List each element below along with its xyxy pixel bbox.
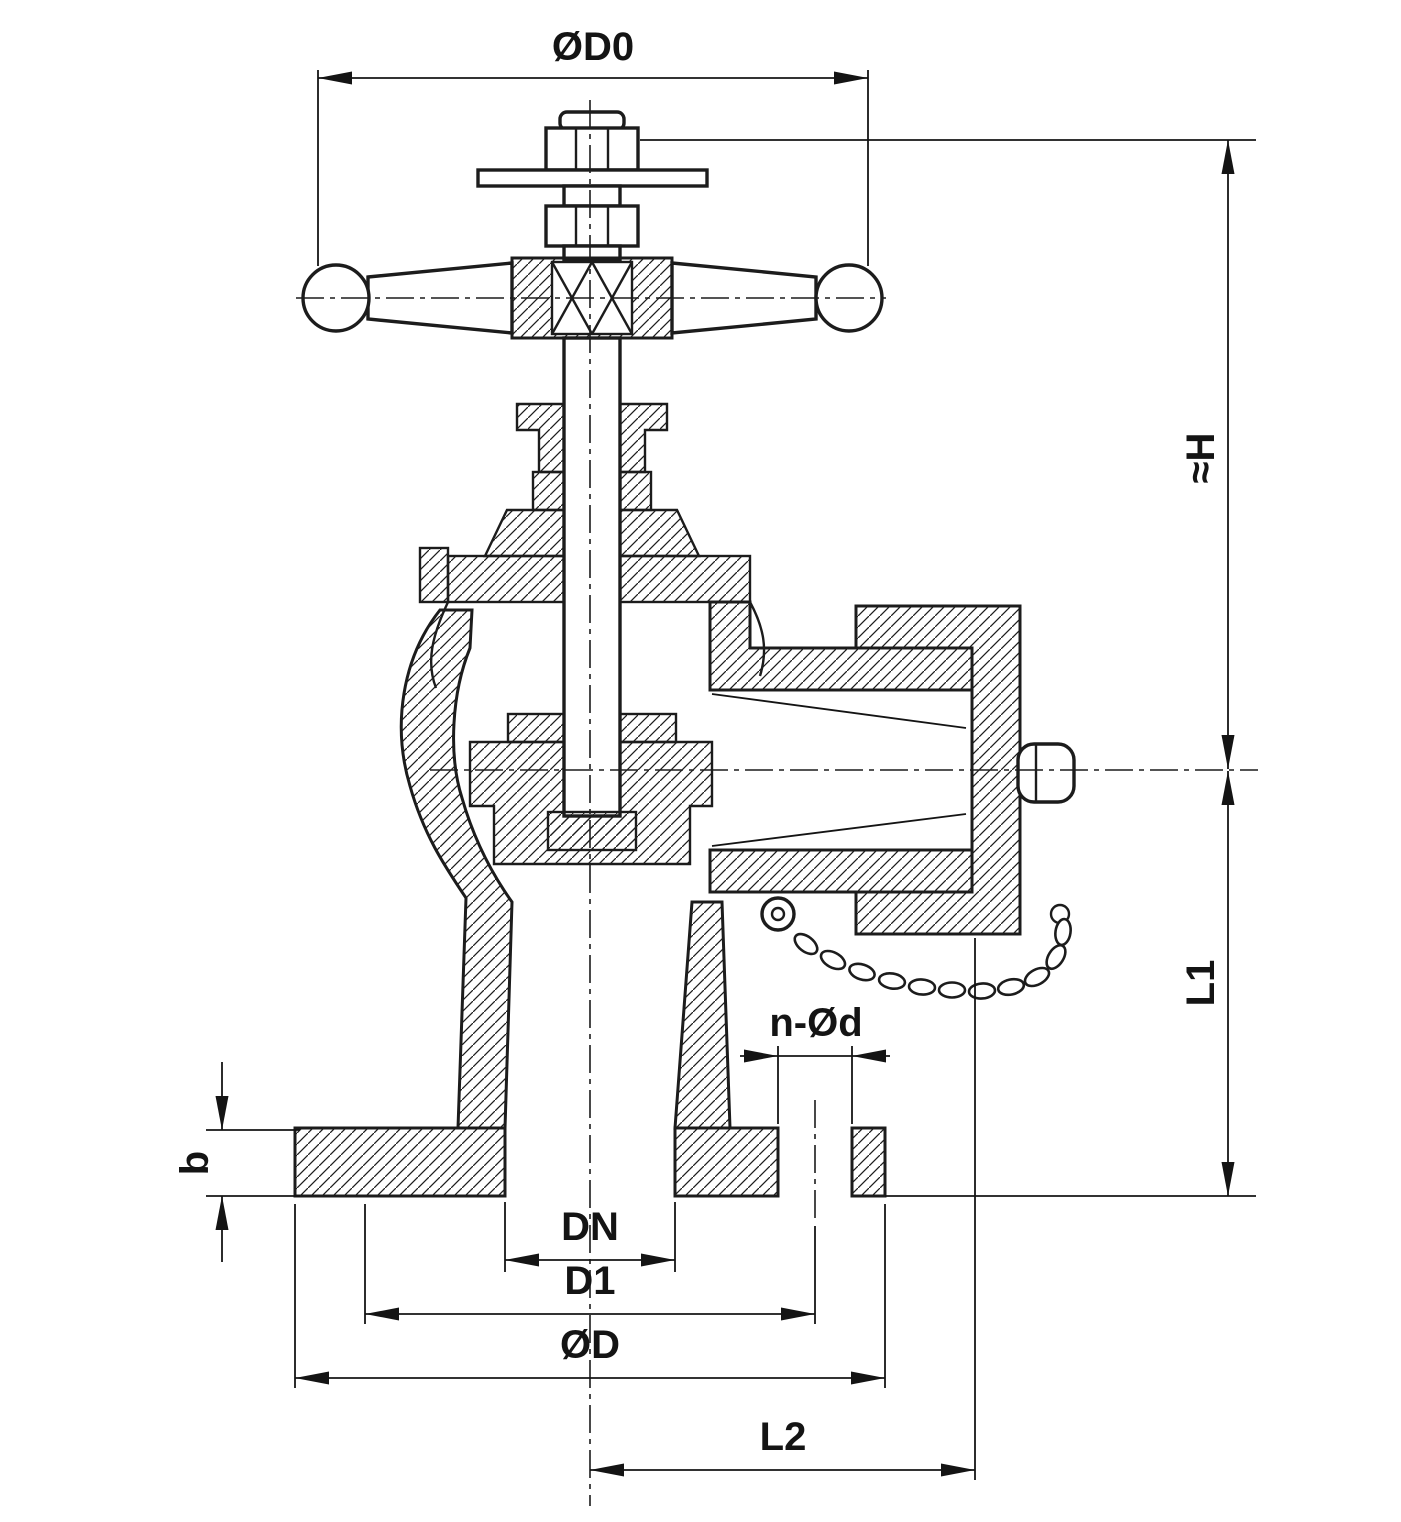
flange-right [850,1126,887,1198]
outlet-bore-line-bottom [711,813,967,847]
dimension-b: b [173,1062,300,1262]
dimension-dn: DN [504,1202,676,1272]
dim-label-d: ØD [560,1323,620,1367]
chain-link [1045,943,1067,971]
base-flange [293,1126,1256,1198]
stem-neck [562,184,622,208]
bonnet-tab [418,546,450,604]
body-wall-left [399,608,514,1130]
valve-body [399,600,974,1130]
dim-label-nd: n-Ød [769,1001,862,1045]
chain-lug-hole [770,906,786,922]
chain-link [1023,966,1051,988]
chain-link [848,962,876,982]
dim-label-b: b [173,1151,217,1175]
outlet-cap [854,604,1076,936]
stem-shaft [562,336,622,818]
dim-label-d0: ØD0 [552,25,634,69]
dimension-h: ≈H [640,139,1256,769]
chain-link [877,972,907,990]
dimension-nd: n-Ød [740,1001,890,1124]
dim-label-l2: L2 [760,1415,807,1459]
washer-plate [476,168,709,188]
body-wall-right [673,900,732,1130]
flange-mid [673,1126,780,1198]
dimension-l1: L1 [1179,771,1235,1196]
chain-link [996,977,1026,997]
valve-stem [546,336,638,852]
handwheel-assembly [301,110,884,340]
chain-link [1054,917,1072,947]
disc-nut [546,810,638,852]
cap-body [854,604,1022,936]
dimension-d: ØD [294,1204,886,1388]
centerlines [296,100,1258,1506]
chain-link [793,932,819,956]
dim-label-dn: DN [561,1205,619,1249]
chain-link [937,981,967,999]
flange-left [293,1126,507,1198]
dimension-d0: ØD0 [317,25,869,266]
chain-link [907,978,937,996]
dimension-d1: D1 [364,1204,816,1324]
stem-nut-upper [544,126,640,172]
stem-nut-lower [544,204,640,248]
cap-knob [1016,742,1076,804]
outlet-wall-bottom [708,848,974,894]
dim-label-d1: D1 [564,1259,615,1303]
dimensions: ØD0 ≈H L1 b [173,25,1256,1480]
outlet-bore-line-top [711,693,967,729]
chain-link [967,982,997,1000]
dim-label-h: ≈H [1179,433,1223,484]
dim-label-l1: L1 [1179,960,1223,1007]
chain-link [819,949,847,971]
dimension-l2: L2 [590,938,976,1480]
securing-chain [793,917,1072,1000]
